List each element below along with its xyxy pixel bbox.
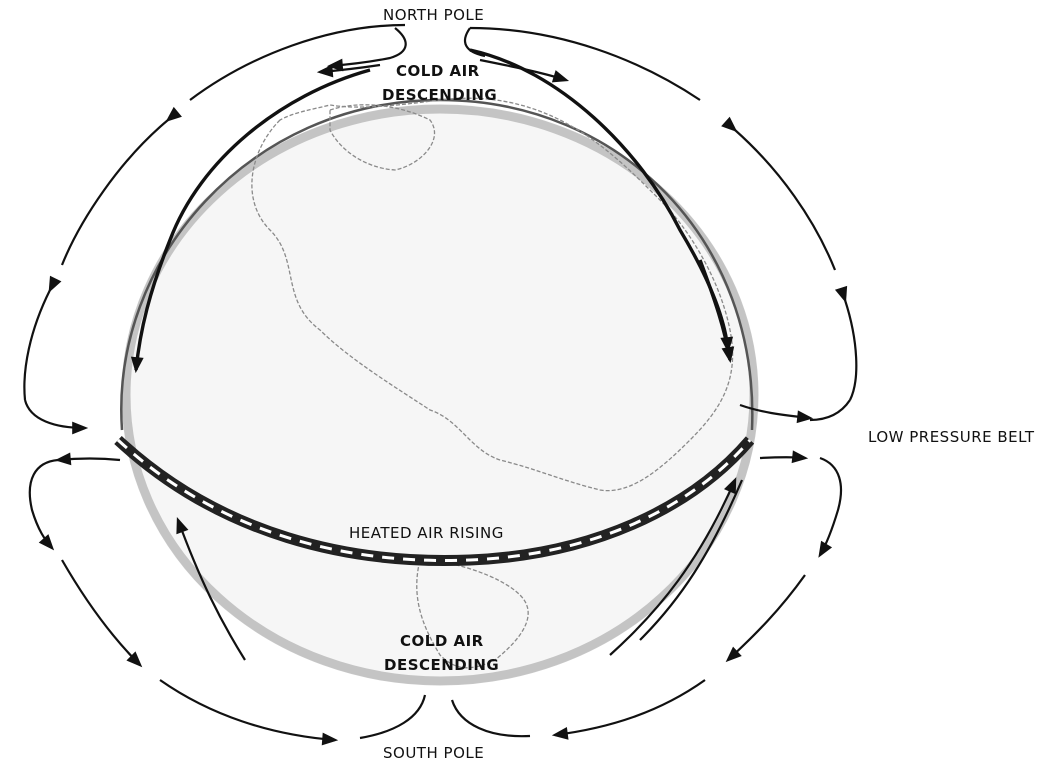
- north-pole-label: NORTH POLE: [383, 6, 484, 25]
- arrow-se-top: [760, 457, 805, 458]
- arrow-sw-arc-2: [160, 680, 335, 740]
- cold-air-south-line2: DESCENDING: [384, 656, 499, 675]
- arrow-sw-curl: [30, 460, 58, 548]
- arrow-ne-arc-2: [735, 130, 835, 270]
- arrow-ne-bottom: [810, 400, 850, 420]
- arrow-north-east-inner-top: [480, 60, 566, 80]
- arrow-se-curl: [820, 458, 841, 555]
- arrow-se-hook: [452, 700, 530, 736]
- arrow-nw-top-hook: [330, 28, 406, 66]
- arrow-ne-arc-3: [845, 300, 856, 400]
- arrow-sw-arc-1: [62, 560, 140, 665]
- south-pole-label: SOUTH POLE: [383, 744, 484, 763]
- arrow-sw-hook: [360, 695, 425, 738]
- arrow-se-arc-1: [728, 575, 805, 660]
- arrow-sw-top: [58, 459, 120, 461]
- arrow-nw-arc-3: [24, 290, 50, 400]
- arrow-nw-arc-1: [190, 25, 405, 100]
- heated-air-rising-label: HEATED AIR RISING: [349, 524, 504, 543]
- low-pressure-belt-label: LOW PRESSURE BELT: [868, 428, 1035, 447]
- arrow-se-arc-2: [555, 680, 705, 735]
- cold-air-north-line2: DESCENDING: [382, 86, 497, 105]
- arrow-north-west-inner-top: [320, 65, 380, 72]
- globe: [121, 100, 758, 685]
- cold-air-north-line1: COLD AIR: [396, 62, 480, 81]
- cold-air-south-line1: COLD AIR: [400, 632, 484, 651]
- arrow-nw-arc-2: [62, 120, 168, 265]
- arrow-nw-bottom: [25, 400, 85, 428]
